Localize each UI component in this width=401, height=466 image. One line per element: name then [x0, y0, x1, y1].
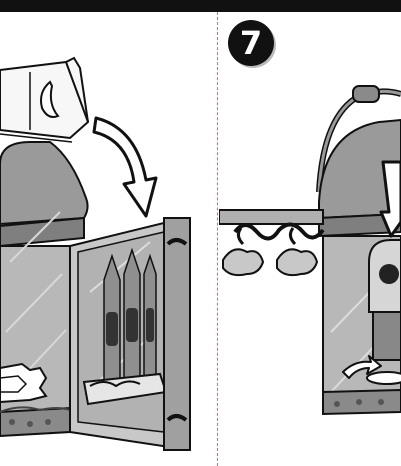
- curved-arrow-icon: [94, 118, 156, 216]
- gear-base-icon: [0, 364, 46, 402]
- hanger-icon: [223, 228, 317, 275]
- step-number: 7: [240, 27, 262, 59]
- top-bar: [0, 0, 401, 12]
- container-illustration-step-7: [219, 12, 401, 466]
- instruction-panel-right: [219, 12, 401, 466]
- instruction-panel-left: [0, 12, 216, 466]
- step-number-badge: 7: [228, 20, 274, 66]
- crayon-icon: [104, 250, 156, 388]
- lid-icon: [0, 58, 88, 142]
- container-illustration: [0, 12, 216, 466]
- container-icon: [0, 212, 70, 436]
- panel-divider: [217, 12, 218, 466]
